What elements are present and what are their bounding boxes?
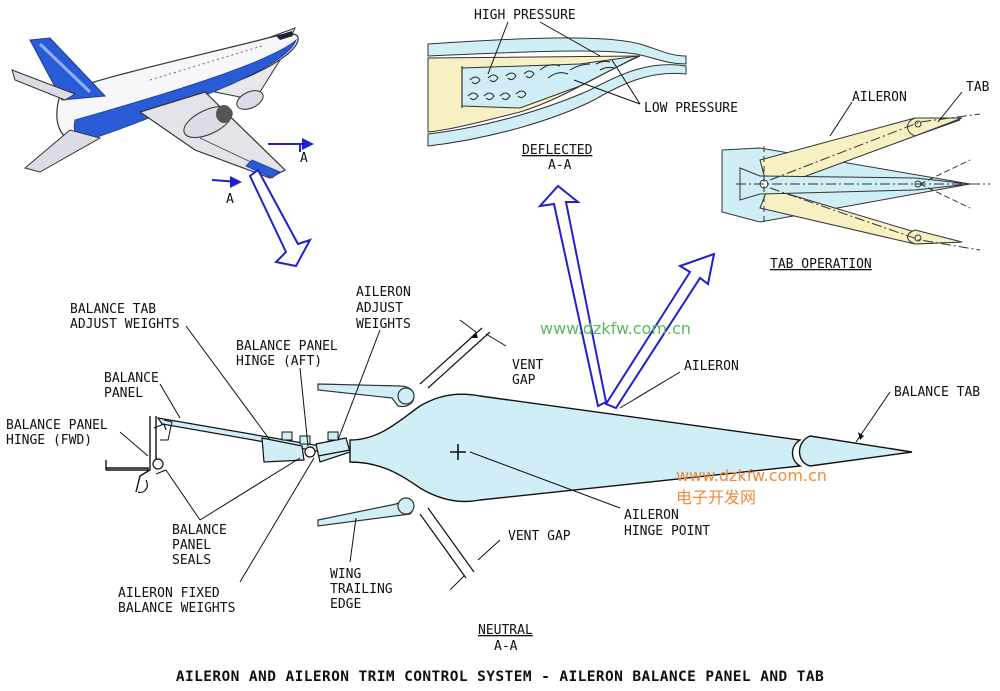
vent-gap-bottom-label: VENT GAP [508, 529, 571, 544]
balance-panel-hinge-fwd-label-2: HINGE (FWD) [6, 433, 92, 448]
aileron-hinge-point-label-1: AILERON [624, 508, 679, 523]
aileron-main-label: AILERON [684, 359, 739, 374]
neutral-view-title: NEUTRAL [478, 623, 533, 638]
watermark-site-orange: www.dzkfw.com.cn [676, 466, 827, 485]
balance-panel-seals-label-3: SEALS [172, 553, 211, 568]
aileron-top-label: AILERON [852, 90, 907, 105]
neutral-leader-lines [119, 319, 891, 591]
aileron-adjust-label-2: ADJUST [356, 301, 403, 316]
balance-tab-adjust-label-2: ADJUST WEIGHTS [70, 317, 180, 332]
tab-operation-title: TAB OPERATION [770, 257, 872, 272]
watermark-cn-name: 电子开发网 [676, 488, 756, 507]
section-cut-arrows [211, 138, 314, 188]
deflected-section-view [427, 21, 687, 147]
tab-operation-view [721, 91, 990, 251]
balance-panel-hinge-fwd-label-1: BALANCE PANEL [6, 418, 108, 433]
balance-panel-label-1: BALANCE [104, 371, 159, 386]
balance-panel-seals-label-1: BALANCE [172, 523, 227, 538]
balance-panel-hinge-aft-label-1: BALANCE PANEL [236, 339, 338, 354]
neutral-view-subtitle: A-A [494, 639, 518, 654]
deflected-view-title: DEFLECTED [522, 143, 593, 158]
vent-gap-top-label-2: GAP [512, 373, 536, 388]
aileron-adjust-label-1: AILERON [356, 285, 411, 300]
aileron-fixed-weights-label-2: BALANCE WEIGHTS [118, 601, 235, 616]
tab-label: TAB [966, 80, 990, 95]
deflected-view-subtitle: A-A [548, 158, 572, 173]
high-pressure-label: HIGH PRESSURE [474, 8, 576, 23]
balance-tab-adjust-label-1: BALANCE TAB [70, 302, 156, 317]
balance-tab-label: BALANCE TAB [894, 385, 980, 400]
neutral-section-view [105, 327, 913, 579]
section-label-a-left: A [226, 192, 234, 207]
balance-panel-hinge-aft-label-2: HINGE (AFT) [236, 354, 322, 369]
section-label-a-right: A [300, 151, 308, 166]
wing-trailing-edge-label-1: WING [330, 567, 361, 582]
detail-pointer-arrow [248, 168, 313, 268]
aileron-adjust-label-3: WEIGHTS [356, 317, 411, 332]
balance-panel-label-2: PANEL [104, 386, 143, 401]
wing-trailing-edge-label-2: TRAILING [330, 582, 393, 597]
deflected-pointer-arrow [537, 184, 608, 408]
watermark-site-green: www.dzkfw.com.cn [540, 319, 691, 338]
balance-panel-seals-label-2: PANEL [172, 538, 211, 553]
vent-gap-top-label-1: VENT [512, 358, 543, 373]
aileron-fixed-weights-label-1: AILERON FIXED [118, 586, 220, 601]
wing-trailing-edge-label-3: EDGE [330, 597, 361, 612]
low-pressure-label: LOW PRESSURE [644, 101, 738, 116]
tab-operation-pointer-arrow [604, 252, 716, 410]
figure-title: AILERON AND AILERON TRIM CONTROL SYSTEM … [176, 669, 824, 685]
aileron-hinge-point-label-2: HINGE POINT [624, 524, 710, 539]
airplane-illustration [11, 27, 299, 179]
